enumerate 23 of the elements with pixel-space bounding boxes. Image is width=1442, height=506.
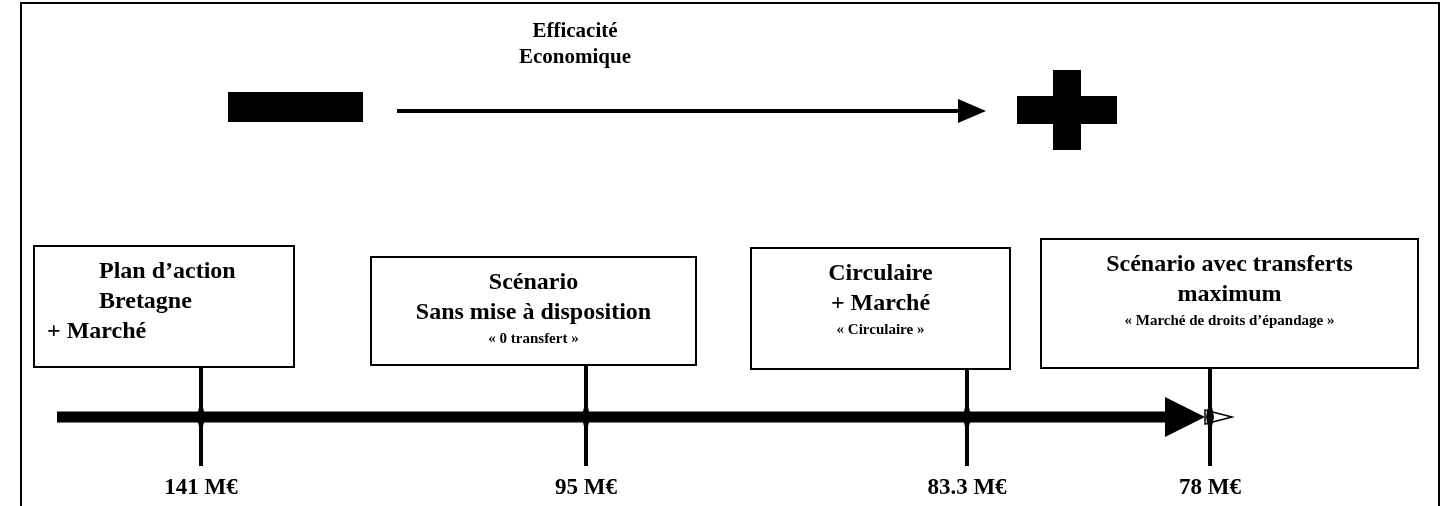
scenario-box bbox=[1040, 238, 1419, 369]
scenario-box bbox=[750, 247, 1011, 370]
scenario-title: Scénario avec transferts maximum bbox=[1105, 249, 1354, 308]
timeline-tick bbox=[199, 368, 203, 466]
scenario-title: Sans mise à disposition bbox=[415, 297, 652, 326]
scenario-box bbox=[33, 245, 295, 368]
scenario-title: + Marché bbox=[830, 288, 931, 317]
scenario-title: Circulaire bbox=[828, 258, 933, 287]
timeline-tick bbox=[1208, 369, 1212, 466]
scenario-title: Plan d’action Bretagne bbox=[98, 256, 237, 315]
scenario-title: + Marché bbox=[47, 316, 147, 345]
scenario-title: Scénario bbox=[488, 267, 579, 296]
cost-value: 83.3 M€ bbox=[902, 466, 1032, 502]
scenario-subtitle: « Circulaire » bbox=[836, 320, 925, 339]
axis-title: Efficacité Economique bbox=[518, 17, 632, 69]
timeline-tick bbox=[584, 366, 588, 466]
scenario-subtitle: « Marché de droits d’épandage » bbox=[1124, 311, 1335, 330]
cost-value: 141 M€ bbox=[136, 466, 266, 502]
cost-value: 95 M€ bbox=[521, 466, 651, 502]
scenario-box bbox=[370, 256, 697, 366]
timeline-tick bbox=[965, 370, 969, 466]
cost-value: 78 M€ bbox=[1145, 466, 1275, 502]
scenario-subtitle: « 0 transfert » bbox=[488, 329, 579, 348]
